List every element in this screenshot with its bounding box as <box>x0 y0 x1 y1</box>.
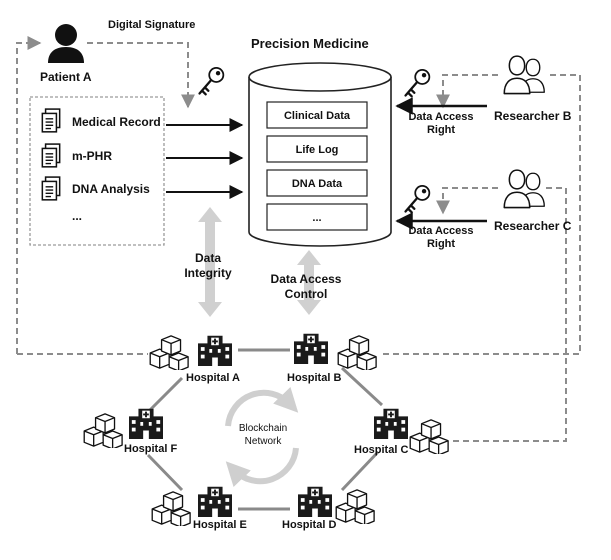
key-icon <box>404 184 431 214</box>
record-arrows <box>166 118 244 199</box>
document-icon <box>41 108 61 133</box>
access-right-b-line1: Data Access <box>408 111 473 123</box>
blockchain-line1: Blockchain <box>239 423 287 434</box>
record-more: ... <box>72 209 82 223</box>
hospital-icon <box>128 407 164 439</box>
hospital-c-label: Hospital C <box>354 444 408 456</box>
hospital-b-label: Hospital B <box>287 372 341 384</box>
hospital-e-label: Hospital E <box>193 519 247 531</box>
access-right-c-line1: Data Access <box>408 225 473 237</box>
digital-signature-label: Digital Signature <box>108 19 195 31</box>
db-item-clinical: Clinical Data <box>284 110 351 122</box>
hospital-f-label: Hospital F <box>124 443 177 455</box>
data-access-control-line2: Control <box>285 287 328 301</box>
db-item-more: ... <box>312 212 321 224</box>
hospital-d-label: Hospital D <box>282 519 336 531</box>
hospital-a-label: Hospital A <box>186 372 240 384</box>
hospital-icon <box>197 334 233 366</box>
document-icon <box>41 143 61 168</box>
document-icon <box>41 176 61 201</box>
access-right-c-line2: Right <box>427 238 455 250</box>
hospital-icon <box>297 485 333 517</box>
researcher-b-label: Researcher B <box>494 109 572 123</box>
blockchain-blocks-icon <box>83 413 123 448</box>
researcher-c-label: Researcher C <box>494 219 572 233</box>
database-items <box>266 101 368 231</box>
blockchain-blocks-icon <box>337 335 377 370</box>
key-icon <box>404 68 431 98</box>
blockchain-blocks-icon <box>149 335 189 370</box>
record-mphr: m-PHR <box>72 149 112 163</box>
researcher-icon <box>503 55 531 95</box>
patient-icon <box>48 24 84 63</box>
hospital-icon <box>293 332 329 364</box>
data-access-control-line1: Data Access <box>271 272 342 286</box>
data-access-control-arrow <box>297 250 321 315</box>
researcher-icon <box>503 169 531 209</box>
blockchain-blocks-icon <box>151 491 191 526</box>
patient-label: Patient A <box>40 70 92 84</box>
blockchain-cycle-icon <box>225 387 299 487</box>
data-integrity-arrow <box>198 207 222 317</box>
record-medical-record: Medical Record <box>72 115 161 129</box>
db-item-lifelog: Life Log <box>296 144 339 156</box>
dashed-connections <box>16 36 581 442</box>
hospital-icon <box>197 485 233 517</box>
blockchain-blocks-icon <box>409 419 449 454</box>
hospital-icon <box>373 407 409 439</box>
data-integrity-line2: Integrity <box>184 266 232 280</box>
blockchain-line2: Network <box>245 436 283 447</box>
hospital-connections <box>146 348 384 511</box>
page-title: Precision Medicine <box>251 36 369 51</box>
record-dna-analysis: DNA Analysis <box>72 182 150 196</box>
db-item-dna: DNA Data <box>292 178 343 190</box>
data-integrity-line1: Data <box>195 251 221 265</box>
access-right-b-line2: Right <box>427 124 455 136</box>
key-icon <box>198 66 225 96</box>
blockchain-blocks-icon <box>335 489 375 524</box>
